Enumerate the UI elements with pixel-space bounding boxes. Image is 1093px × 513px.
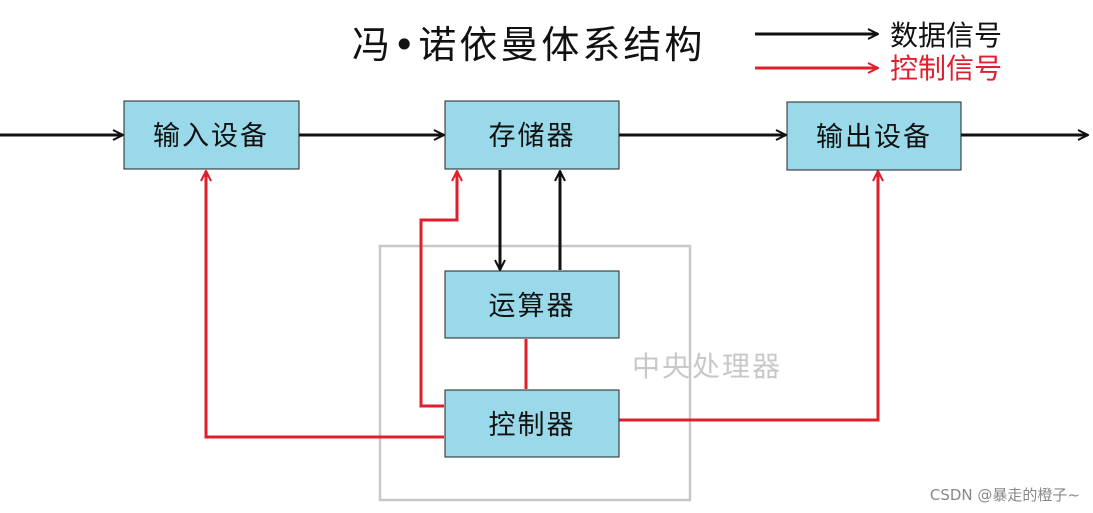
alu-box: 运算器 (444, 270, 620, 339)
cpu-boundary (378, 244, 692, 502)
legend: 数据信号 控制信号 (755, 19, 1002, 85)
controller-box: 控制器 (444, 389, 620, 458)
input-device-box: 输入设备 (123, 100, 300, 170)
alu-label: 运算器 (489, 291, 576, 322)
diagram-title: 冯•诺依曼体系结构 (352, 23, 705, 67)
control-line-to-memory (419, 171, 457, 408)
memory-box: 存储器 (444, 100, 620, 170)
memory-label: 存储器 (489, 121, 576, 152)
output-device-label: 输出设备 (816, 122, 932, 153)
legend-data-label: 数据信号 (890, 19, 1002, 52)
control-line-to-output (619, 171, 878, 422)
controller-label: 控制器 (489, 410, 576, 441)
output-device-box: 输出设备 (786, 101, 962, 171)
control-line-to-input (206, 171, 444, 439)
watermark: CSDN @暴走的橙子~ (930, 486, 1080, 504)
cpu-label: 中央处理器 (632, 350, 782, 383)
legend-control-label: 控制信号 (890, 52, 1002, 85)
input-device-label: 输入设备 (153, 121, 269, 152)
